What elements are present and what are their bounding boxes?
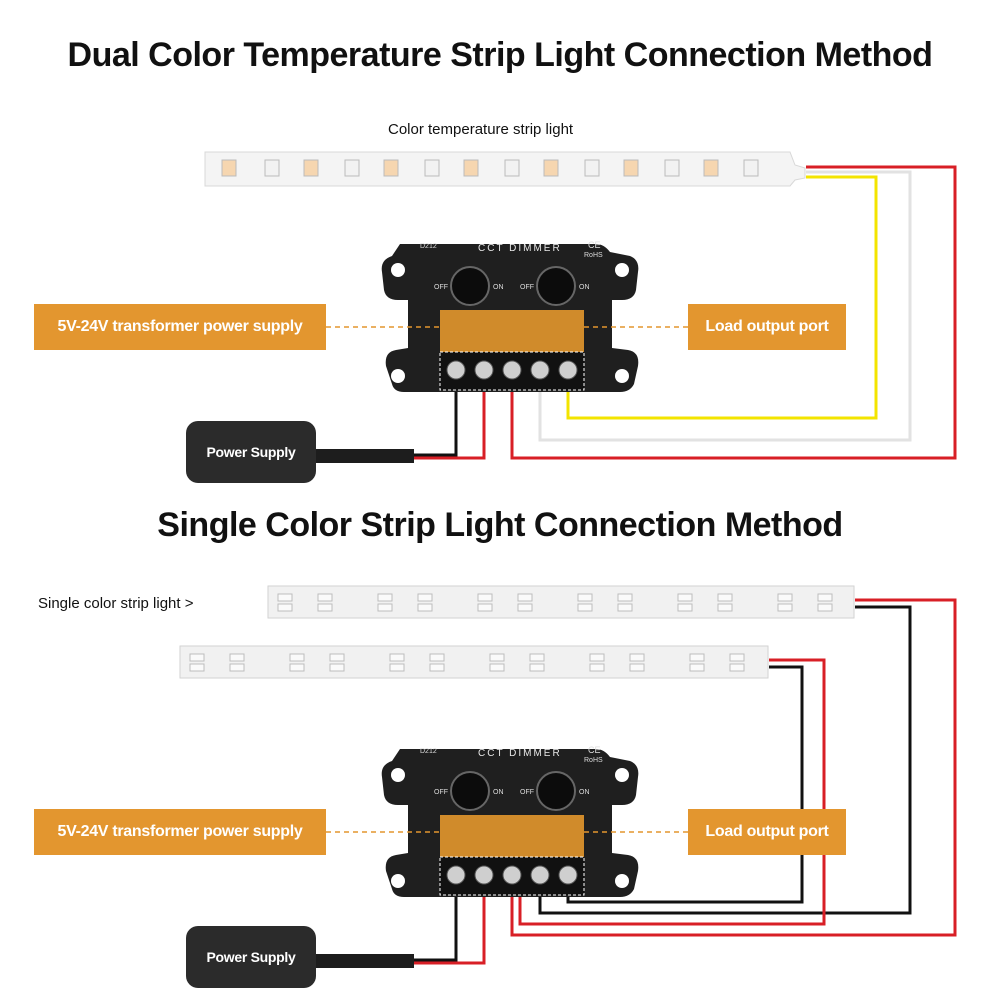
single-strip-top: [267, 585, 855, 619]
strip-caption-cct: Color temperature strip light: [388, 121, 574, 138]
cct-dimmer-rohs: RoHS: [584, 252, 603, 259]
cct-psu-cable: [316, 449, 414, 463]
single-dimmer-ce: CE: [588, 745, 601, 755]
cct-output-wires: [510, 165, 957, 460]
cct-knob2-on: ON: [579, 284, 590, 291]
cct-knob1-off: OFF: [434, 284, 448, 291]
cct-strip-leds: [221, 159, 759, 177]
single-power-wires: [408, 875, 486, 965]
single-load-output-label: Load output port: [688, 809, 846, 855]
cct-dimmer-ce: CE: [588, 240, 601, 250]
single-power-supply-label: 5V-24V transformer power supply: [34, 809, 326, 855]
single-dimmer-device: [381, 749, 639, 897]
single-knob1-off: OFF: [434, 789, 448, 796]
cct-strip-light: [204, 151, 806, 187]
cct-knob1-on: ON: [493, 284, 504, 291]
single-knob1-on: ON: [493, 789, 504, 796]
section2-title: Single Color Strip Light Connection Meth…: [157, 506, 843, 544]
single-knob2-off: OFF: [520, 789, 534, 796]
single-dimmer-rohs: RoHS: [584, 757, 603, 764]
cct-load-output-label: Load output port: [688, 304, 846, 350]
single-strip-bottom: [179, 645, 769, 679]
single-dimmer-model: D212: [420, 748, 437, 755]
cct-power-wires: [408, 370, 486, 460]
cct-dimmer-model: D212: [420, 243, 437, 250]
single-dimmer-title: CCT DIMMER: [478, 748, 562, 759]
single-knob2-on: ON: [579, 789, 590, 796]
cct-power-supply-label: 5V-24V transformer power supply: [34, 304, 326, 350]
cct-dimmer-title: CCT DIMMER: [478, 243, 562, 254]
section1-title: Dual Color Temperature Strip Light Conne…: [67, 36, 933, 74]
strip-caption-single: Single color strip light >: [38, 595, 194, 612]
single-power-supply-box: Power Supply: [186, 926, 316, 988]
cct-knob2-off: OFF: [520, 284, 534, 291]
cct-power-supply-box: Power Supply: [186, 421, 316, 483]
cct-dimmer-device: [381, 244, 639, 392]
single-psu-cable: [316, 954, 414, 968]
